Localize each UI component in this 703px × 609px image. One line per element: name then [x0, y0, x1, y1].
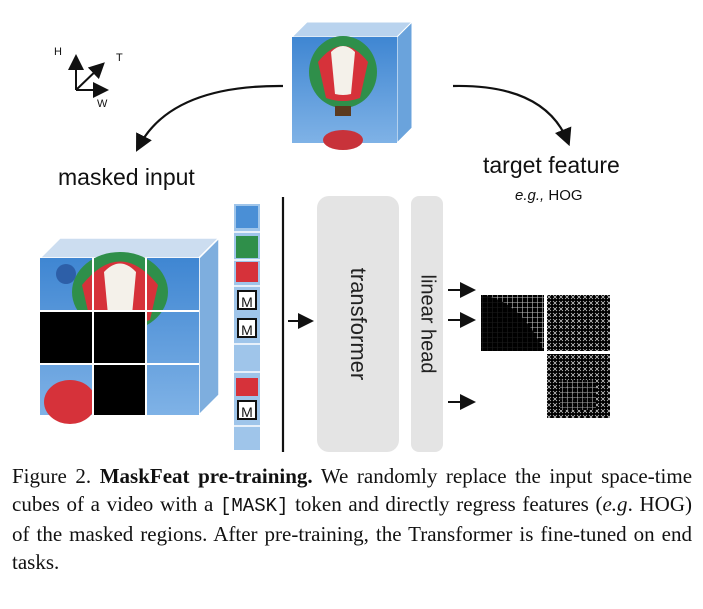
- linear-head-label: linear head: [416, 274, 439, 374]
- target-eg-label: e.g., HOG: [515, 187, 583, 204]
- masked-input-cube: [38, 236, 221, 424]
- caption-text-1: We randomly replace the input space-time…: [12, 464, 693, 516]
- axis-w-label: W: [97, 98, 108, 110]
- arrow-to-masked: [136, 84, 284, 152]
- transformer-label: transformer: [346, 267, 371, 381]
- mask-token: M: [237, 318, 257, 338]
- diagram-svg: [38, 20, 610, 452]
- caption-text-2: token and directly regress features (: [288, 492, 603, 516]
- caption-eg: e.g: [602, 492, 628, 516]
- caption-title: MaskFeat pre-training.: [99, 464, 313, 488]
- hog-feature-maps: [481, 295, 610, 418]
- transformer-block: transformer: [317, 196, 399, 452]
- axis-h-label: H: [54, 46, 62, 58]
- linear-head-block: linear head: [411, 196, 443, 452]
- caption-text-3: . HOG) of the masked regions. After pre-…: [12, 492, 692, 574]
- eg-value: HOG: [548, 187, 583, 204]
- mask-token: M: [237, 290, 257, 310]
- figure-caption: Figure 2. MaskFeat pre-training. We rand…: [12, 462, 692, 576]
- mask-token: M: [237, 400, 257, 420]
- caption-mask-token: [MASK]: [219, 495, 289, 517]
- caption-figure-num: Figure 2.: [12, 464, 92, 488]
- arrow-to-target: [452, 84, 572, 147]
- masked-input-label: masked input: [58, 164, 195, 190]
- figure-diagram: H T W masked input target feature e.g., …: [38, 20, 620, 452]
- eg-prefix: e.g.,: [515, 187, 545, 204]
- axis-t-label: T: [116, 52, 123, 64]
- video-cube: [290, 20, 414, 150]
- axes-glyph: [68, 54, 109, 98]
- target-feature-label: target feature: [483, 152, 620, 178]
